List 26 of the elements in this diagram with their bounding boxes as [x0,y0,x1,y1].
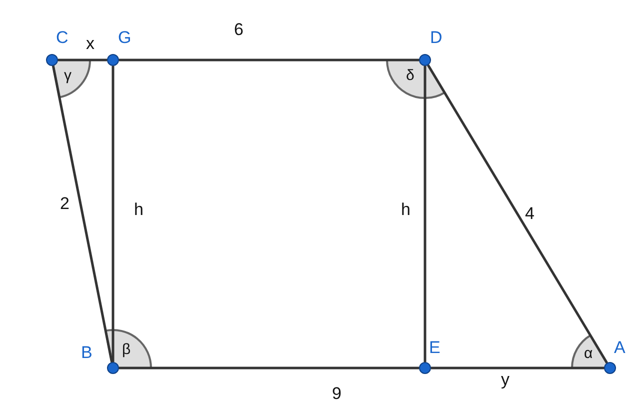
line-segment [424,66,426,362]
edge-label: x [86,34,94,54]
point-label: B [81,343,92,363]
point-label: G [118,28,132,48]
edge-label: h [134,200,144,220]
angle-label: α [584,344,593,364]
point-label: E [429,338,440,358]
line-segment [119,58,419,62]
edge-label: 9 [332,384,342,404]
line-segment [58,58,107,62]
angle-label: δ [406,66,414,86]
line-segment [431,366,604,370]
edge-label: 4 [525,204,534,224]
line-segment [112,66,114,362]
point-label: A [614,338,626,358]
angle-label: γ [64,66,72,86]
point-label: C [56,28,68,48]
edge-label: y [501,370,510,390]
edge-label: h [401,200,410,220]
line-segment [52,66,114,362]
edge-label: 2 [60,194,70,214]
point-label: D [430,28,442,48]
angle-label: β [122,340,131,360]
line-segment [427,64,608,364]
edge-label: 6 [234,20,244,40]
line-segment [119,366,419,370]
